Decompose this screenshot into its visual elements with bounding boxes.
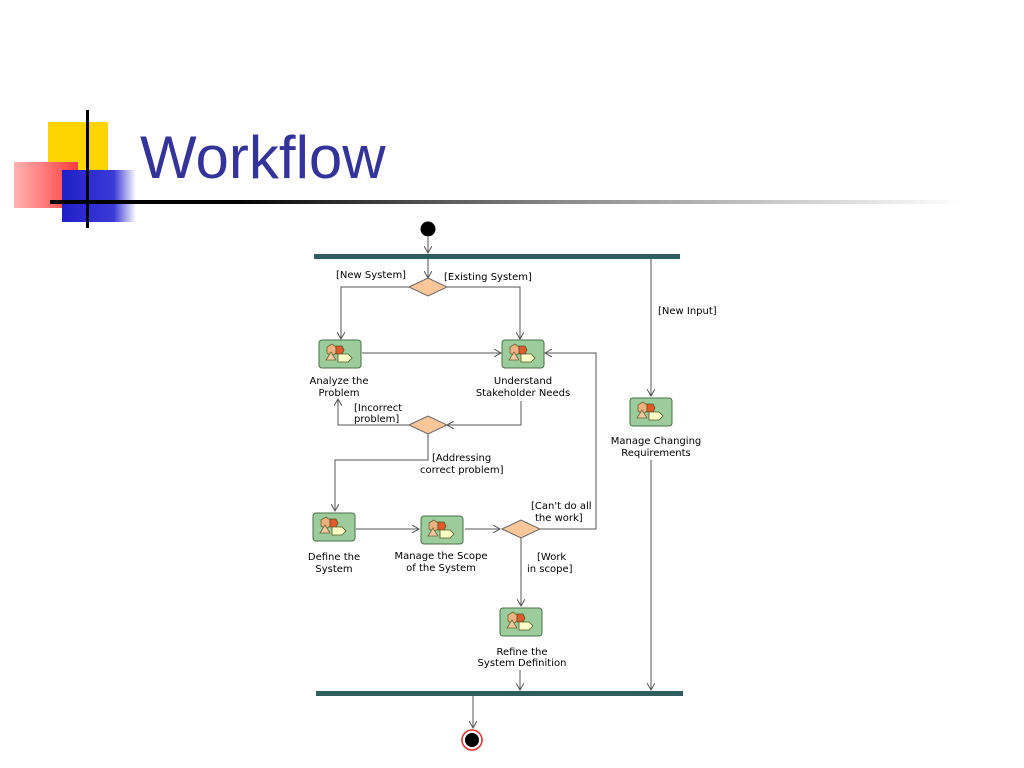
activity-analyze-line2: Problem bbox=[319, 388, 360, 399]
activity-analyze-line1: Analyze the bbox=[310, 376, 369, 387]
activity-icon-manage-changing bbox=[629, 397, 673, 427]
decision-problem-check bbox=[407, 415, 449, 435]
guard-work-in-scope-line1: [Work bbox=[537, 552, 566, 563]
guard-addressing-line1: [Addressing bbox=[432, 453, 491, 464]
activity-manage-changing-line1: Manage Changing bbox=[611, 436, 702, 447]
guard-cant-do-all-line2: the work] bbox=[535, 513, 583, 524]
guard-addressing-line2: correct problem] bbox=[420, 465, 504, 476]
activity-icon-define bbox=[312, 512, 356, 542]
activity-understand-line1: Understand bbox=[494, 376, 552, 387]
activity-manage-changing-line2: Requirements bbox=[621, 448, 691, 459]
activity-refine-line2: System Definition bbox=[478, 658, 567, 669]
fork-bar-top bbox=[314, 254, 680, 259]
flow-understand-to-decision2 bbox=[447, 401, 522, 425]
flow-cant-do-all bbox=[540, 353, 597, 530]
title-accent-blue-block bbox=[62, 170, 136, 222]
decision-system-type bbox=[407, 277, 449, 297]
end-node-inner bbox=[465, 733, 479, 747]
activity-icon-refine bbox=[499, 607, 543, 637]
title-accent-vertical-line bbox=[86, 110, 89, 228]
join-bar-bottom bbox=[316, 691, 683, 696]
activity-manage-scope-line1: Manage the Scope bbox=[395, 551, 488, 562]
flow-addressing-correct bbox=[335, 434, 429, 511]
activity-refine-line1: Refine the bbox=[496, 647, 547, 658]
flow-new-system bbox=[341, 286, 409, 339]
title-underline bbox=[50, 200, 965, 204]
activity-define-line2: System bbox=[315, 564, 352, 575]
guard-work-in-scope-line2: in scope] bbox=[527, 564, 573, 575]
activity-icon-understand bbox=[501, 339, 545, 369]
activity-icon-manage-scope bbox=[420, 515, 464, 545]
activity-understand-line2: Stakeholder Needs bbox=[476, 388, 570, 399]
page-title: Workflow bbox=[140, 124, 386, 191]
activity-manage-scope-line2: of the System bbox=[406, 563, 476, 574]
guard-incorrect-problem-line1: [Incorrect bbox=[354, 403, 402, 414]
start-node bbox=[420, 221, 436, 237]
activity-define-line1: Define the bbox=[308, 552, 360, 563]
flow-existing-system bbox=[447, 286, 520, 339]
guard-new-system: [New System] bbox=[336, 270, 406, 281]
guard-existing-system: [Existing System] bbox=[444, 272, 532, 283]
guard-cant-do-all-line1: [Can't do all bbox=[531, 501, 592, 512]
guard-incorrect-problem-line2: problem] bbox=[354, 414, 399, 425]
flow-incorrect-problem bbox=[338, 399, 409, 426]
activity-icon-analyze bbox=[318, 339, 362, 369]
guard-new-input: [New Input] bbox=[658, 306, 717, 317]
